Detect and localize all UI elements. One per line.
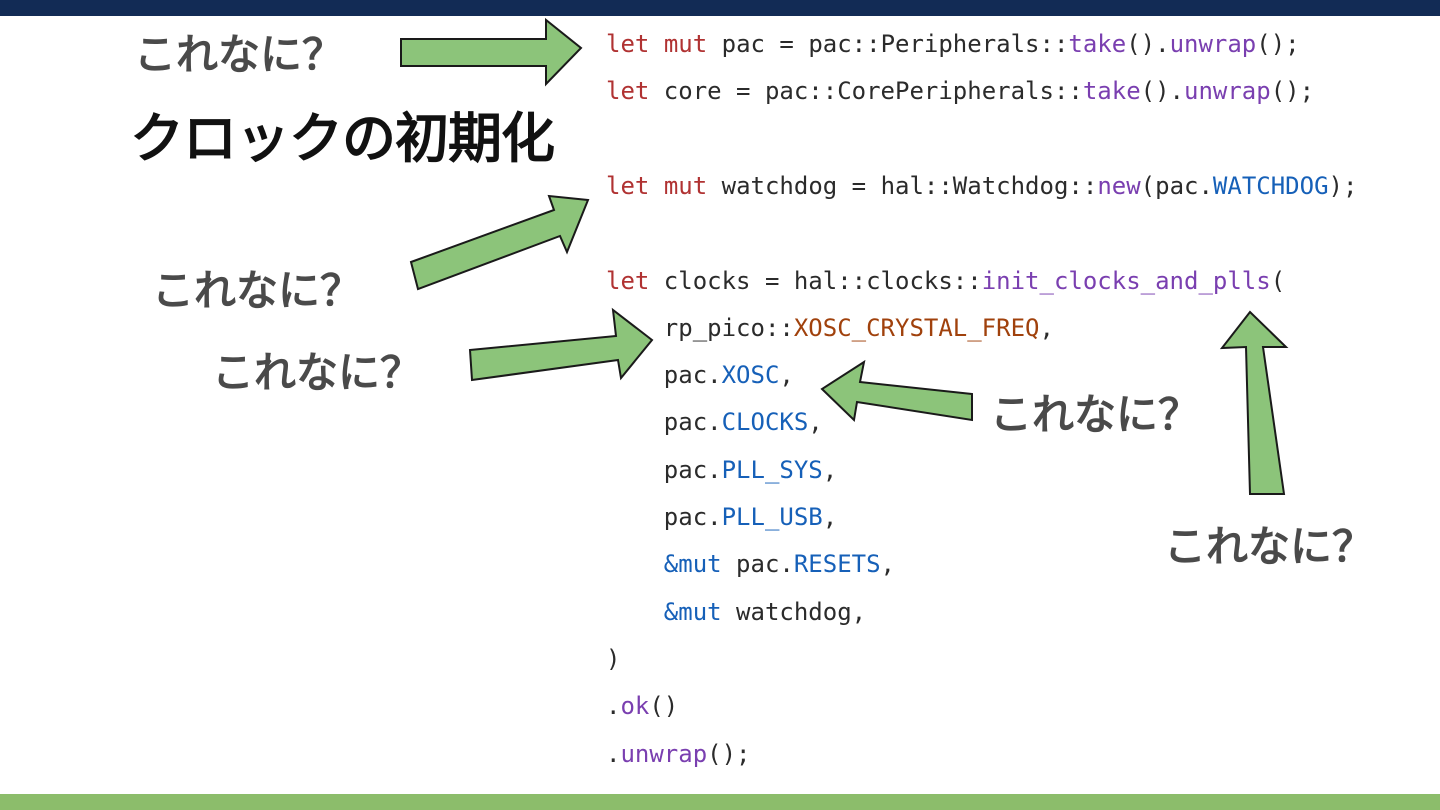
arrow-up-right-icon: [409, 194, 590, 291]
code-token: watchdog = hal::Watchdog::: [707, 171, 1098, 200]
code-token: mut: [663, 30, 708, 58]
code-token: ,: [808, 408, 823, 437]
code-token: watchdog,: [721, 597, 867, 626]
code-token: ().: [1126, 30, 1170, 58]
code-line: let clocks = hal::clocks::init_clocks_an…: [606, 257, 1285, 305]
code-line: rp_pico::XOSC_CRYSTAL_FREQ,: [606, 304, 1054, 352]
code-token: rp_pico::: [606, 313, 794, 342]
code-line: let core = pac::CorePeripherals::take().…: [606, 67, 1314, 115]
code-token: ,: [779, 361, 794, 390]
code-token: XOSC_CRYSTAL_FREQ: [793, 313, 1040, 342]
annotation-1: これなに？: [134, 30, 345, 79]
code-line: .unwrap();: [606, 730, 751, 778]
code-token: &mut: [663, 597, 722, 626]
code-token: (): [649, 692, 679, 721]
code-token: PLL_SYS: [721, 455, 823, 484]
code-token: mut: [663, 171, 708, 200]
code-token: pac.: [606, 408, 722, 437]
code-token: pac = pac::Peripherals::: [707, 30, 1069, 58]
code-token: .: [606, 739, 621, 768]
arrow-up-icon: [1219, 310, 1289, 495]
code-line: pac.XOSC,: [606, 351, 794, 399]
code-line: pac.CLOCKS,: [606, 398, 823, 446]
code-token: unwrap: [620, 739, 708, 768]
code-token: ,: [1039, 313, 1054, 342]
code-token: ();: [707, 739, 751, 768]
code-token: ,: [822, 503, 838, 531]
arrow-left-icon: [820, 359, 973, 423]
code-line: pac.PLL_SYS,: [606, 446, 837, 494]
code-token: XOSC: [721, 361, 780, 390]
code-token: pac.: [721, 550, 794, 579]
code-token: ,: [822, 455, 838, 484]
code-token: take: [1068, 30, 1127, 58]
code-line: ): [606, 635, 620, 683]
code-token: clocks = hal::clocks::: [649, 266, 982, 295]
code-line: .ok(): [606, 682, 678, 730]
top-accent-bar: [0, 0, 1440, 16]
annotation-2: これなに？: [152, 266, 363, 315]
code-token: RESETS: [793, 550, 881, 579]
code-token: ,: [880, 550, 895, 579]
code-line: let mut watchdog = hal::Watchdog::new(pa…: [606, 162, 1357, 210]
code-token: pac.: [606, 503, 722, 531]
code-line: pac.PLL_USB,: [606, 493, 837, 541]
code-token: WATCHDOG: [1212, 171, 1329, 200]
code-token: core = pac::CorePeripherals::: [649, 77, 1083, 106]
code-token: (: [1270, 266, 1286, 295]
code-token: );: [1328, 171, 1358, 200]
bottom-accent-bar: [0, 794, 1440, 810]
code-token: let: [606, 266, 650, 295]
annotation-5: これなに？: [1164, 522, 1375, 571]
code-token: let: [606, 171, 650, 200]
code-line: &mut watchdog,: [606, 588, 866, 636]
code-token: let: [606, 77, 650, 106]
code-token: unwrap: [1184, 77, 1271, 106]
code-token: ();: [1270, 77, 1315, 106]
code-line: let mut pac = pac::Peripherals::take().u…: [606, 20, 1300, 68]
code-token: CLOCKS: [721, 408, 809, 437]
slide-title: クロックの初期化: [130, 107, 555, 170]
annotation-3: これなに？: [212, 348, 423, 397]
code-token: pac.: [606, 455, 722, 484]
code-token: (pac.: [1140, 171, 1213, 200]
code-token: take: [1082, 77, 1141, 106]
code-token: pac.: [606, 361, 722, 390]
arrow-right-icon: [468, 307, 654, 382]
code-token: init_clocks_and_plls: [981, 266, 1271, 295]
code-token: PLL_USB: [721, 503, 823, 531]
code-token: ();: [1256, 30, 1300, 58]
code-line: &mut pac.RESETS,: [606, 540, 895, 588]
arrow-right-icon: [400, 17, 583, 87]
code-token: new: [1097, 171, 1141, 200]
code-token: .: [606, 692, 621, 721]
code-token: ().: [1140, 77, 1184, 106]
code-token: ): [606, 644, 621, 673]
annotation-4: これなに？: [990, 390, 1201, 439]
code-token: &mut: [663, 550, 722, 579]
code-token: let: [606, 30, 650, 58]
code-token: ok: [620, 692, 650, 721]
code-token: unwrap: [1169, 30, 1257, 58]
